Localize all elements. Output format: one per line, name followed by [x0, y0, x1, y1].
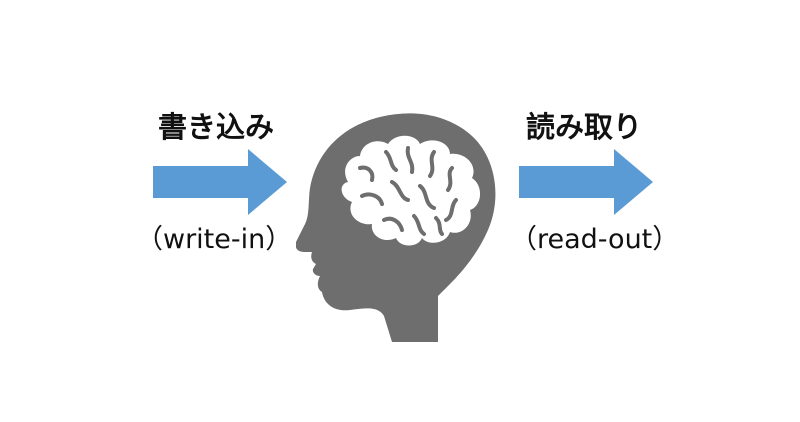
read-out-arrow-icon	[519, 149, 653, 215]
brain-folds	[358, 146, 458, 236]
read-out-sublabel: （read-out）	[510, 224, 680, 255]
write-in-sublabel: （write-in）	[136, 224, 293, 255]
write-in-arrow-icon	[153, 149, 287, 215]
read-out-label: 読み取り	[526, 110, 643, 144]
head-brain-icon	[296, 113, 496, 342]
write-in-label: 書き込み	[158, 110, 275, 144]
